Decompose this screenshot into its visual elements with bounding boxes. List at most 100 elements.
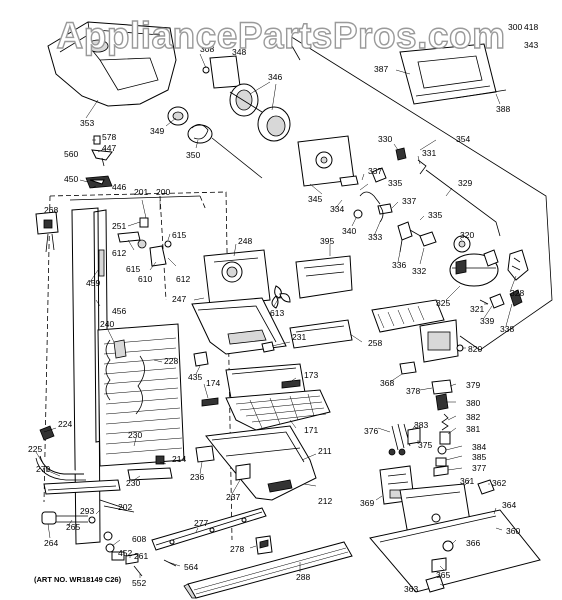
part-label: 381 — [466, 424, 480, 434]
part-label: 332 — [412, 266, 426, 276]
part-label: 384 — [472, 442, 486, 452]
part-label: 335 — [428, 210, 442, 220]
part-label: 330 — [378, 134, 392, 144]
auger-motor-325 — [449, 249, 499, 287]
part-label: 552 — [132, 578, 146, 588]
part-label: 615 — [172, 230, 186, 240]
part-label: 288 — [296, 572, 310, 582]
part-label: 446 — [112, 182, 126, 192]
divider-231 — [261, 341, 275, 353]
part-label: 354 — [456, 134, 470, 144]
part-label: 820 — [468, 344, 482, 354]
switch-383 — [407, 427, 421, 445]
pan-211-212 — [205, 425, 317, 501]
fan-housing-346 — [229, 83, 291, 142]
part-label: 383 — [414, 420, 428, 430]
part-label: 375 — [418, 440, 432, 450]
part-label: 385 — [472, 452, 486, 462]
part-label: 612 — [112, 248, 126, 258]
actuator-330-331 — [395, 147, 427, 175]
part-label: 335 — [388, 178, 402, 188]
part-label: 230 — [126, 478, 140, 488]
support-236 — [195, 445, 215, 463]
switch-368 — [399, 361, 417, 375]
leader-lines — [35, 53, 517, 587]
part-label: 418 — [524, 22, 538, 32]
part-label: 339 — [480, 316, 494, 326]
part-label: 337 — [368, 166, 382, 176]
part-label: 459 — [86, 278, 100, 288]
drain-tube-202-293 — [99, 499, 135, 541]
part-label: 231 — [292, 332, 306, 342]
part-label: 248 — [238, 236, 252, 246]
bracket-251 — [139, 217, 149, 228]
part-label: 353 — [80, 118, 94, 128]
part-label: 612 — [176, 274, 190, 284]
toe-grille-288 — [183, 541, 353, 599]
part-label: 329 — [458, 178, 472, 188]
damper-cover-348 — [202, 55, 241, 89]
part-label: 560 — [64, 149, 78, 159]
clip-338 — [509, 289, 523, 307]
part-label: 608 — [132, 534, 146, 544]
part-label: 308 — [200, 44, 214, 54]
part-label: 345 — [308, 194, 322, 204]
damper-446 — [85, 175, 113, 189]
part-label: 337 — [402, 196, 416, 206]
part-label: 202 — [118, 502, 132, 512]
part-label: 613 — [270, 308, 284, 318]
part-label: 435 — [188, 372, 202, 382]
harness-376 — [388, 423, 411, 456]
part-label: 325 — [436, 298, 450, 308]
hose-264-265 — [41, 511, 96, 525]
part-label: 320 — [460, 230, 474, 240]
guide-174 — [201, 397, 219, 407]
part-label: 211 — [318, 446, 332, 456]
part-label: 395 — [320, 236, 334, 246]
part-label: 224 — [58, 419, 72, 429]
part-label: 377 — [472, 463, 486, 473]
bracket-237 — [235, 463, 251, 481]
part-label: 378 — [406, 386, 420, 396]
watermark-logo: AppliancePartsPros.com — [57, 15, 506, 56]
spring-clip-560 — [91, 149, 113, 167]
fan-blade-613 — [271, 285, 291, 309]
light-608-452-261 — [105, 543, 143, 577]
part-label: 201 — [134, 187, 148, 197]
auger-plate-345 — [297, 135, 355, 187]
part-label: 348 — [232, 47, 246, 57]
part-label: 564 — [184, 562, 198, 572]
part-label: 171 — [304, 425, 318, 435]
rod-388 — [455, 89, 507, 99]
switch-278 — [255, 535, 273, 555]
part-label: 380 — [466, 398, 480, 408]
spring-321-339 — [479, 293, 505, 309]
part-label: 173 — [304, 370, 318, 380]
part-label: 251 — [112, 221, 126, 231]
part-label: 264 — [44, 538, 58, 548]
part-label: 610 — [138, 274, 152, 284]
part-label: 350 — [186, 150, 200, 160]
clip-435 — [193, 351, 209, 367]
cover-258 — [289, 319, 353, 349]
cover-395 — [295, 255, 353, 299]
evaporator-228 — [97, 323, 185, 467]
part-label: 230 — [128, 430, 142, 440]
part-labels: 308 348 346 353 349 350 578 447 560 450 … — [28, 22, 538, 594]
part-label: 334 — [330, 204, 344, 214]
part-label: 237 — [226, 492, 240, 502]
part-label: 247 — [172, 294, 186, 304]
relay-268 — [35, 211, 59, 253]
spring-380-382 — [439, 413, 451, 445]
wire-basket-171 — [225, 389, 331, 431]
frame-outline-right — [289, 35, 553, 351]
part-label: 278 — [230, 544, 244, 554]
part-label: 388 — [496, 104, 510, 114]
part-label: 277 — [194, 518, 208, 528]
fan-bracket-248 — [203, 249, 271, 307]
freezer-duct-housing — [47, 21, 177, 107]
part-label: 279 — [36, 464, 50, 474]
part-label: 340 — [342, 226, 356, 236]
part-label: 368 — [380, 378, 394, 388]
part-label: 343 — [524, 40, 538, 50]
